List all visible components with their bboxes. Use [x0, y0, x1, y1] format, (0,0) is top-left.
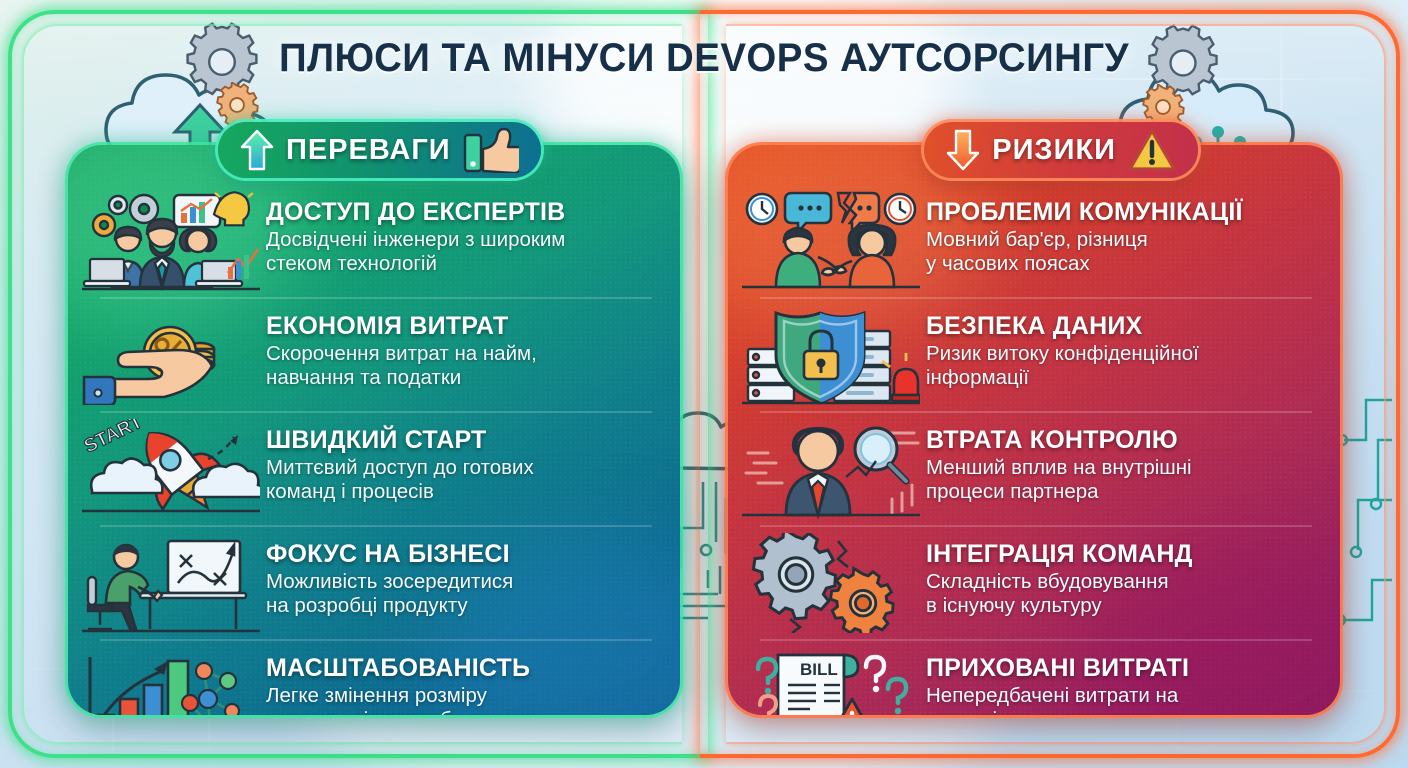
- list-item-desc: Складність вбудовування в існуючу культу…: [926, 570, 1169, 617]
- list-item-body: БЕЗПЕКА ДАНИХ Ризик витоку конфіденційно…: [926, 305, 1322, 390]
- list-item[interactable]: МАСШТАБОВАНІСТЬ Легке змінення розміру к…: [82, 647, 662, 715]
- cons-list: ПРОБЛЕМИ КОМУНІКАЦІЇ Мовний бар'єр, різн…: [742, 191, 1322, 715]
- list-item-desc: Менший вплив на внутрішні процеси партне…: [926, 456, 1192, 503]
- neon-frame-left: [8, 10, 708, 758]
- list-item-title: ПРИХОВАНІ ВИТРАТІ: [926, 654, 1190, 682]
- list-item-body: МАСШТАБОВАНІСТЬ Легке змінення розміру к…: [266, 647, 662, 716]
- list-item-body: ПРИХОВАНІ ВИТРАТІ Непередбачені витрати …: [926, 647, 1322, 716]
- divider: [760, 297, 1312, 299]
- rocket-start-label: START: [82, 419, 146, 457]
- list-item-body: ПРОБЛЕМИ КОМУНІКАЦІЇ Мовний бар'єр, різн…: [926, 191, 1322, 276]
- neon-frame-right-inner: [726, 24, 1386, 744]
- arrow-down-icon: [947, 129, 980, 171]
- list-item-desc: Миттєвий доступ до готових команд і проц…: [266, 456, 534, 503]
- list-item-title: ФОКУС НА БІЗНЕСІ: [266, 540, 510, 568]
- cons-heading: РИЗИКИ: [992, 133, 1116, 166]
- divider: [100, 639, 652, 641]
- expert-team-icon: [82, 191, 260, 292]
- list-item-desc: Досвідчені інженери з широким стеком тех…: [266, 228, 566, 275]
- divider: [100, 297, 652, 299]
- list-item-body: ВТРАТА КОНТРОЛЮ Менший вплив на внутрішн…: [926, 419, 1322, 504]
- manager-magnifier-icon: [742, 419, 920, 520]
- svg-text:%: %: [788, 714, 802, 715]
- list-item-title: ПРОБЛЕМИ КОМУНІКАЦІЇ: [926, 198, 1243, 226]
- hand-coin-percent-icon: [82, 305, 260, 407]
- list-item-body: ФОКУС НА БІЗНЕСІ Можливість зосередитися…: [266, 533, 662, 618]
- list-item-title: БЕЗПЕКА ДАНИХ: [926, 312, 1143, 340]
- thumbs-up-icon: [463, 127, 519, 173]
- list-item-desc: Скорочення витрат на найм, навчання та п…: [266, 342, 537, 389]
- pros-list: ДОСТУП ДО ЕКСПЕРТІВ Досвідчені інженери …: [80, 191, 662, 715]
- list-item-body: ІНТЕГРАЦІЯ КОМАНД Складність вбудовуванн…: [926, 533, 1322, 618]
- list-item[interactable]: ВТРАТА КОНТРОЛЮ Менший вплив на внутрішн…: [742, 419, 1322, 520]
- page-title: ПЛЮСИ ТА МІНУСИ DEVOPS АУТСОРСИНГУ: [278, 36, 1130, 80]
- arrow-up-icon: [240, 129, 274, 171]
- list-item-desc: Легке змінення розміру команди під потре…: [266, 684, 543, 715]
- list-item-body: ДОСТУП ДО ЕКСПЕРТІВ Досвідчені інженери …: [266, 191, 662, 276]
- cons-panel: ПРОБЛЕМИ КОМУНІКАЦІЇ Мовний бар'єр, різн…: [728, 145, 1340, 715]
- list-item[interactable]: ФОКУС НА БІЗНЕСІ Можливість зосередитися…: [82, 533, 662, 633]
- list-item[interactable]: ІНТЕГРАЦІЯ КОМАНД Складність вбудовуванн…: [742, 526, 1322, 639]
- list-item-desc: Непередбачені витрати на управління та д…: [926, 684, 1214, 715]
- list-item-desc: Можливість зосередитися на розробці прод…: [266, 570, 514, 617]
- rocket-start-icon: START: [80, 411, 266, 519]
- neon-frame-left-inner: [22, 24, 682, 744]
- shield-lock-server-alarm-icon: [742, 305, 922, 405]
- divider: [760, 639, 1312, 641]
- list-item-body: ЕКОНОМІЯ ВИТРАТ Скорочення витрат на най…: [266, 305, 662, 390]
- list-item-title: ІНТЕГРАЦІЯ КОМАНД: [926, 540, 1193, 568]
- growth-chart-network-icon: [82, 647, 260, 715]
- divider: [100, 411, 652, 413]
- cons-header-pill[interactable]: РИЗИКИ: [924, 122, 1198, 178]
- list-item[interactable]: ДОСТУП ДО ЕКСПЕРТІВ Досвідчені інженери …: [82, 191, 662, 292]
- list-item-body: ШВИДКИЙ СТАРТ Миттєвий доступ до готових…: [266, 419, 662, 504]
- list-item[interactable]: ПРОБЛЕМИ КОМУНІКАЦІЇ Мовний бар'єр, різн…: [742, 191, 1322, 291]
- list-item[interactable]: ЕКОНОМІЯ ВИТРАТ Скорочення витрат на най…: [82, 305, 662, 407]
- divider: [760, 411, 1312, 413]
- list-item-desc: Мовний бар'єр, різниця у часових поясах: [926, 228, 1148, 275]
- list-item[interactable]: START: [80, 411, 662, 519]
- pros-header-pill[interactable]: ПЕРЕВАГИ: [218, 122, 541, 178]
- list-item-title: ДОСТУП ДО ЕКСПЕРТІВ: [266, 198, 566, 226]
- mismatched-gears-icon: [742, 526, 920, 639]
- warning-triangle-icon: [1128, 129, 1176, 171]
- list-item-title: ШВИДКИЙ СТАРТ: [266, 426, 487, 454]
- pros-heading: ПЕРЕВАГИ: [286, 133, 451, 166]
- bill-label: BILL: [800, 660, 838, 679]
- list-item[interactable]: БЕЗПЕКА ДАНИХ Ризик витоку конфіденційно…: [742, 305, 1322, 405]
- list-item-title: ВТРАТА КОНТРОЛЮ: [926, 426, 1178, 454]
- list-item-title: ЕКОНОМІЯ ВИТРАТ: [266, 312, 509, 340]
- list-item[interactable]: BILL %: [742, 647, 1322, 715]
- divider: [100, 525, 652, 527]
- list-item-title: МАСШТАБОВАНІСТЬ: [266, 654, 531, 682]
- pros-panel: ДОСТУП ДО ЕКСПЕРТІВ Досвідчені інженери …: [68, 145, 680, 715]
- broken-chat-clocks-icon: [742, 191, 920, 291]
- bill-question-warning-icon: BILL %: [742, 647, 920, 715]
- divider: [760, 525, 1312, 527]
- neon-frame-right: [700, 10, 1400, 758]
- list-item-desc: Ризик витоку конфіденційної інформації: [926, 342, 1199, 389]
- person-strategy-board-icon: [82, 533, 260, 633]
